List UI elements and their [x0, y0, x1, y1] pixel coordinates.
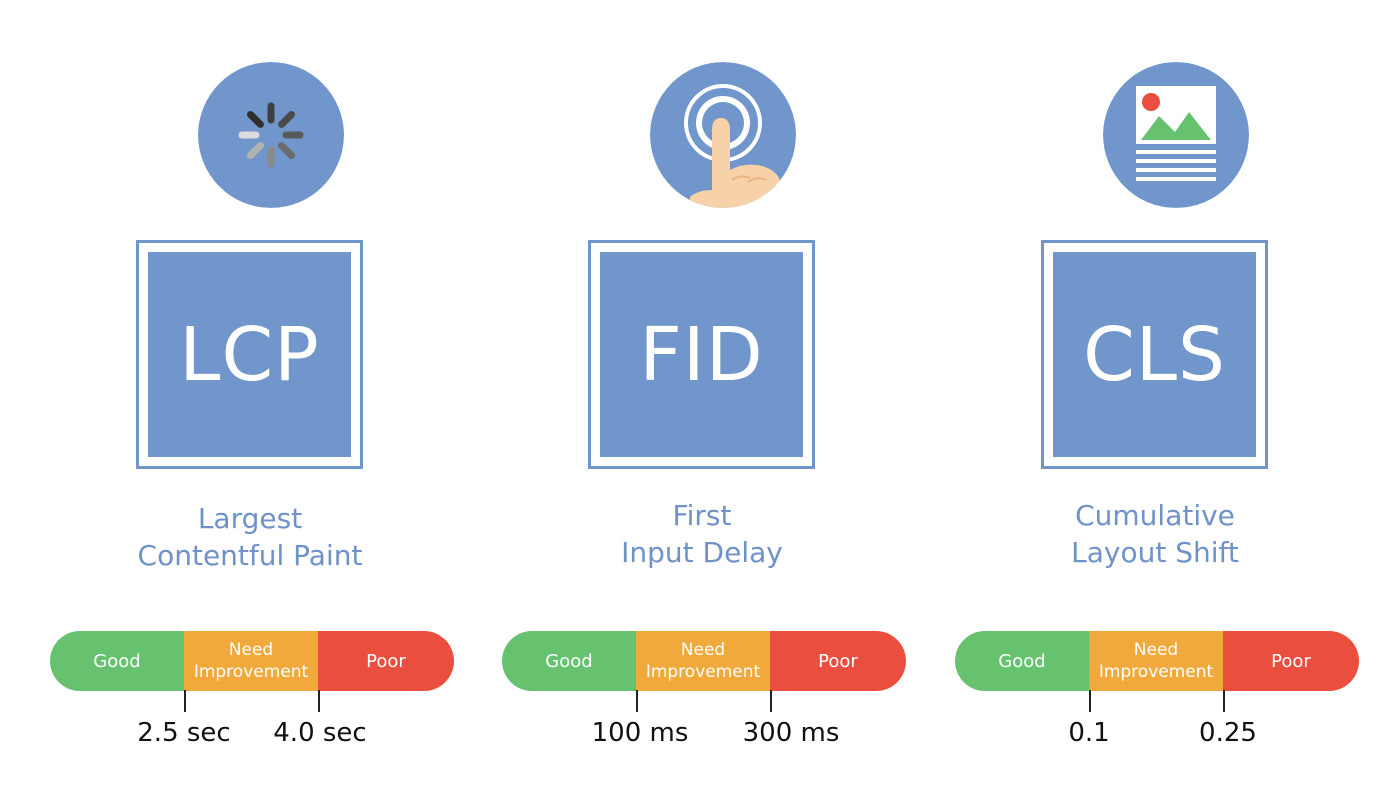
scale-poor: Poor	[318, 631, 454, 691]
metric-name: First Input Delay	[621, 499, 783, 569]
fid-card: FID	[588, 240, 815, 469]
metric-name: Largest Contentful Paint	[137, 502, 363, 572]
loading-spinner-icon	[198, 62, 344, 208]
image-document-icon	[1103, 62, 1249, 208]
threshold-tick	[636, 690, 638, 712]
metric-abbreviation: FID	[639, 311, 764, 398]
threshold-tick	[318, 690, 320, 712]
scale-good: Good	[955, 631, 1089, 691]
threshold-label: 2.5 sec	[137, 718, 231, 748]
threshold-tick	[184, 690, 186, 712]
threshold-tick	[1089, 690, 1091, 712]
threshold-label: 0.25	[1199, 718, 1257, 748]
threshold-label: 4.0 sec	[273, 718, 367, 748]
scale-good: Good	[50, 631, 184, 691]
cls-card: CLS	[1041, 240, 1268, 469]
threshold-label: 0.1	[1068, 718, 1110, 748]
metric-name: Cumulative Layout Shift	[1071, 499, 1239, 569]
finger-tap-icon	[650, 62, 796, 208]
threshold-label: 100 ms	[591, 718, 689, 748]
scale-good: Good	[502, 631, 636, 691]
metric-abbreviation: CLS	[1083, 311, 1226, 398]
scale-poor: Poor	[1223, 631, 1359, 691]
threshold-tick	[1223, 690, 1225, 712]
threshold-label: 300 ms	[742, 718, 840, 748]
metric-abbreviation: LCP	[179, 311, 320, 398]
lcp-card: LCP	[136, 240, 363, 469]
scale-poor: Poor	[770, 631, 906, 691]
threshold-tick	[770, 690, 772, 712]
